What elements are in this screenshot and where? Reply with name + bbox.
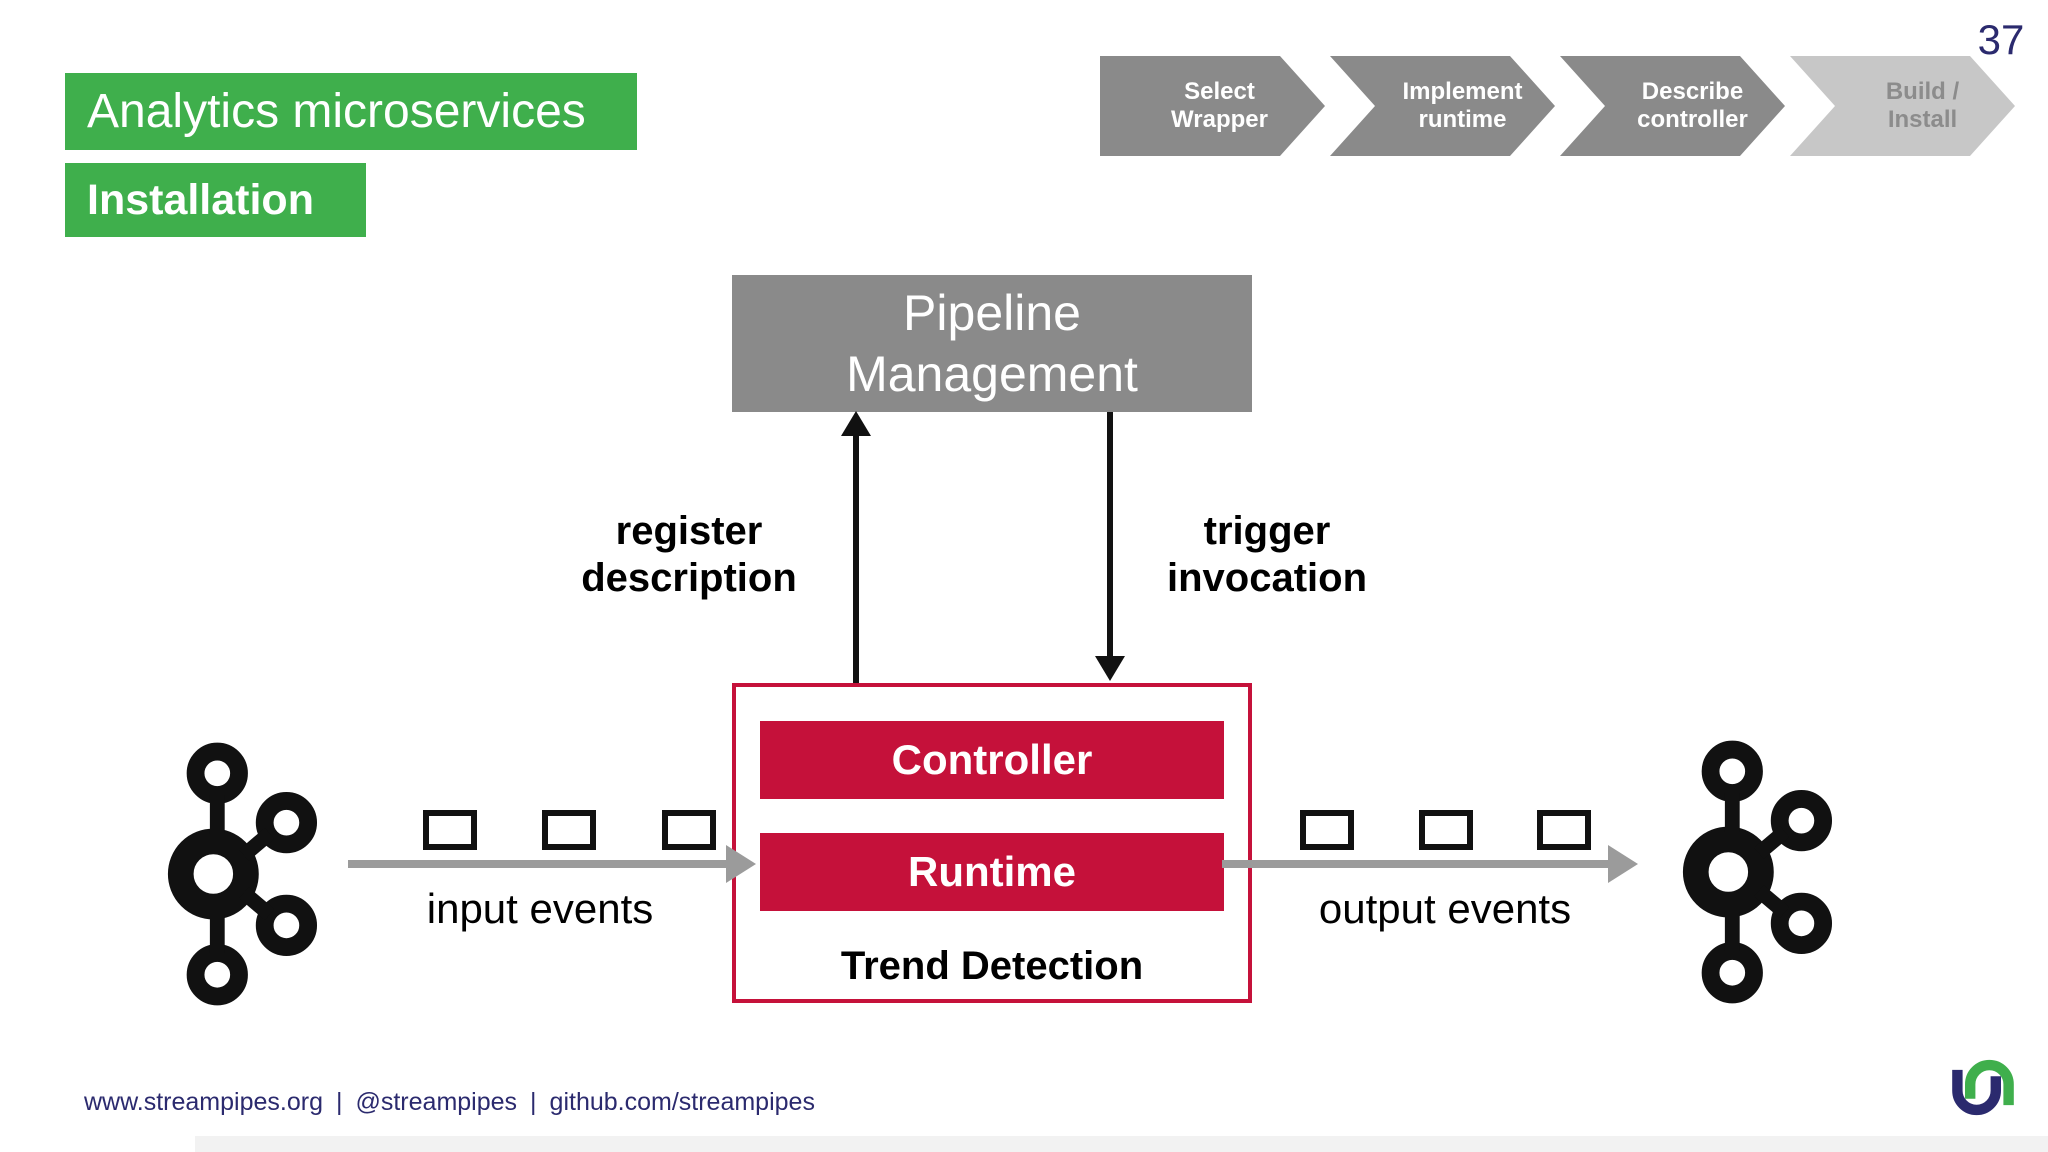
page-number: 37 bbox=[1977, 16, 2025, 63]
event-square bbox=[1537, 810, 1591, 850]
slide-subtitle-box: Installation bbox=[65, 163, 366, 237]
footer-separator: | bbox=[335, 1088, 343, 1116]
output-events-arrow-line bbox=[1222, 860, 1614, 868]
output-events-label: output events bbox=[1318, 885, 1572, 932]
runtime-label: Runtime bbox=[908, 848, 1076, 895]
trigger-arrow-line bbox=[1107, 412, 1113, 658]
step-label-line: Implement bbox=[1402, 77, 1523, 105]
step-label-line: Select bbox=[1184, 77, 1255, 105]
step-build-install: Build / Install bbox=[1790, 56, 2015, 156]
event-square bbox=[542, 810, 596, 850]
trend-detection-box: Controller Runtime Trend Detection bbox=[732, 683, 1252, 1003]
step-describe-controller: Describe controller bbox=[1560, 56, 1785, 156]
slide-title: Analytics microservices bbox=[87, 85, 586, 138]
step-label-line: controller bbox=[1637, 106, 1748, 133]
event-square bbox=[1300, 810, 1354, 850]
label-line: trigger bbox=[1203, 509, 1331, 553]
pipeline-management-box: Pipeline Management bbox=[732, 275, 1252, 412]
runtime-bar: Runtime bbox=[760, 833, 1224, 911]
footer-item-website: www.streampipes.org bbox=[84, 1088, 323, 1116]
register-description-label: register description bbox=[539, 508, 839, 602]
register-arrow-head bbox=[841, 411, 871, 436]
step-label-line: Build / bbox=[1885, 77, 1960, 105]
footer-separator: | bbox=[530, 1088, 537, 1116]
input-events-label: input events bbox=[426, 885, 654, 932]
event-square bbox=[1419, 810, 1473, 850]
trigger-invocation-label: trigger invocation bbox=[1117, 508, 1417, 602]
label-line: description bbox=[581, 556, 797, 601]
slide-subtitle: Installation bbox=[87, 175, 314, 224]
trigger-arrow-head bbox=[1095, 656, 1125, 681]
pipeline-box-line: Management bbox=[846, 345, 1138, 402]
trend-detection-label: Trend Detection bbox=[840, 944, 1144, 988]
kafka-icon bbox=[1682, 740, 1833, 1004]
register-arrow-line bbox=[853, 433, 859, 683]
event-square bbox=[662, 810, 716, 850]
slide-title-box: Analytics microservices bbox=[65, 73, 637, 150]
footer-item-twitter: @streampipes bbox=[355, 1088, 518, 1116]
step-label-line: Install bbox=[1887, 106, 1958, 133]
controller-bar: Controller bbox=[760, 721, 1224, 799]
streampipes-logo-icon bbox=[1952, 1059, 2014, 1116]
step-label-line: runtime bbox=[1418, 106, 1507, 133]
kafka-icon bbox=[167, 742, 318, 1006]
step-implement-runtime: Implement runtime bbox=[1330, 56, 1555, 156]
pipeline-box-line: Pipeline bbox=[903, 284, 1081, 341]
footer-item-github: github.com/streampipes bbox=[549, 1088, 815, 1116]
label-line: register bbox=[615, 509, 763, 553]
input-events-arrow-line bbox=[348, 860, 732, 868]
output-events-arrow-head bbox=[1608, 845, 1638, 883]
process-steps: Select Wrapper Implement runtime Describ… bbox=[1100, 56, 2045, 156]
bottom-divider bbox=[195, 1136, 2048, 1152]
label-line: invocation bbox=[1166, 556, 1368, 601]
controller-label: Controller bbox=[891, 736, 1093, 783]
input-events-arrow-head bbox=[726, 845, 756, 883]
step-select-wrapper: Select Wrapper bbox=[1100, 56, 1325, 156]
step-label-line: Wrapper bbox=[1171, 106, 1268, 133]
footer-links: www.streampipes.org | @streampipes | git… bbox=[84, 1088, 815, 1117]
event-square bbox=[423, 810, 477, 850]
step-label-line: Describe bbox=[1641, 77, 1744, 105]
